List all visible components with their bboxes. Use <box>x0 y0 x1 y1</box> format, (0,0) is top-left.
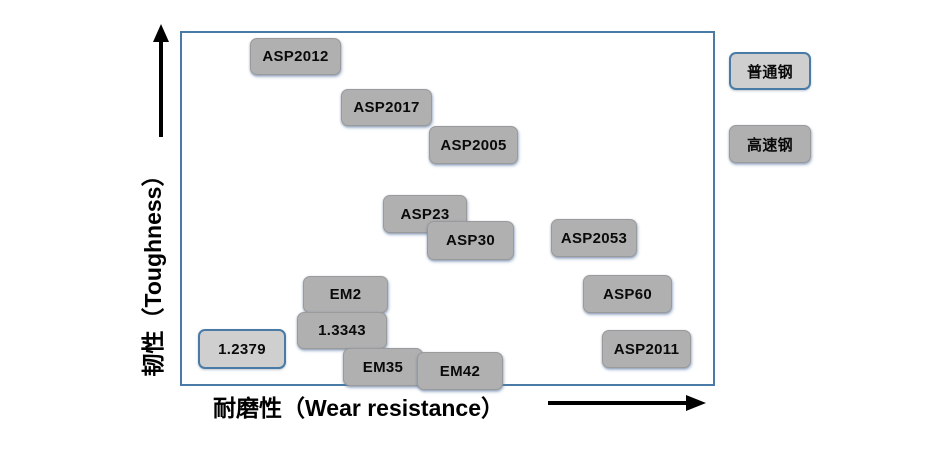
data-box-asp2017-label: ASP2017 <box>353 99 420 116</box>
data-box-em35[interactable]: EM35 <box>343 348 423 386</box>
data-box-asp23-label: ASP23 <box>400 205 450 223</box>
data-box-asp2053-label: ASP2053 <box>560 229 628 247</box>
data-box-asp2011-label: ASP2011 <box>613 340 680 358</box>
legend-item-regular-label: 普通钢 <box>747 63 793 81</box>
data-box-em2-label: EM2 <box>329 286 362 303</box>
y-axis-title-text: 韧性（Toughness） <box>140 163 166 377</box>
data-box-em42-label: EM42 <box>439 362 481 380</box>
legend-item-hss-label: 高速钢 <box>747 136 793 154</box>
data-box-em2[interactable]: EM2 <box>303 276 388 313</box>
data-box-1-3343-label: 1.3343 <box>318 322 366 339</box>
x-axis-arrow-icon <box>548 395 706 411</box>
data-box-asp2053[interactable]: ASP2053 <box>551 219 637 257</box>
legend-item-regular[interactable]: 普通钢 <box>729 52 811 90</box>
data-box-asp2005-label: ASP2005 <box>440 136 507 154</box>
data-box-1-2379[interactable]: 1.2379 <box>198 329 286 369</box>
y-axis-title: 韧性（Toughness） <box>130 140 172 400</box>
data-box-em35-label: EM35 <box>362 358 404 376</box>
data-box-asp2012[interactable]: ASP2012 <box>250 38 341 75</box>
data-box-1-2379-label: 1.2379 <box>218 340 266 358</box>
data-box-em42[interactable]: EM42 <box>417 352 503 390</box>
data-box-asp2012-label: ASP2012 <box>262 48 329 65</box>
x-axis-title: 耐磨性（Wear resistance） <box>213 395 505 421</box>
legend-item-hss[interactable]: 高速钢 <box>729 125 811 163</box>
data-box-asp60-label: ASP60 <box>602 285 653 303</box>
data-box-asp30[interactable]: ASP30 <box>427 221 514 260</box>
data-box-asp2011[interactable]: ASP2011 <box>602 330 691 368</box>
data-box-1-3343[interactable]: 1.3343 <box>297 312 387 349</box>
data-box-asp2005[interactable]: ASP2005 <box>429 126 518 164</box>
data-box-asp2017[interactable]: ASP2017 <box>341 89 432 126</box>
y-axis-arrow-icon <box>153 24 169 137</box>
data-box-asp60[interactable]: ASP60 <box>583 275 672 313</box>
data-box-asp30-label: ASP30 <box>445 232 496 249</box>
